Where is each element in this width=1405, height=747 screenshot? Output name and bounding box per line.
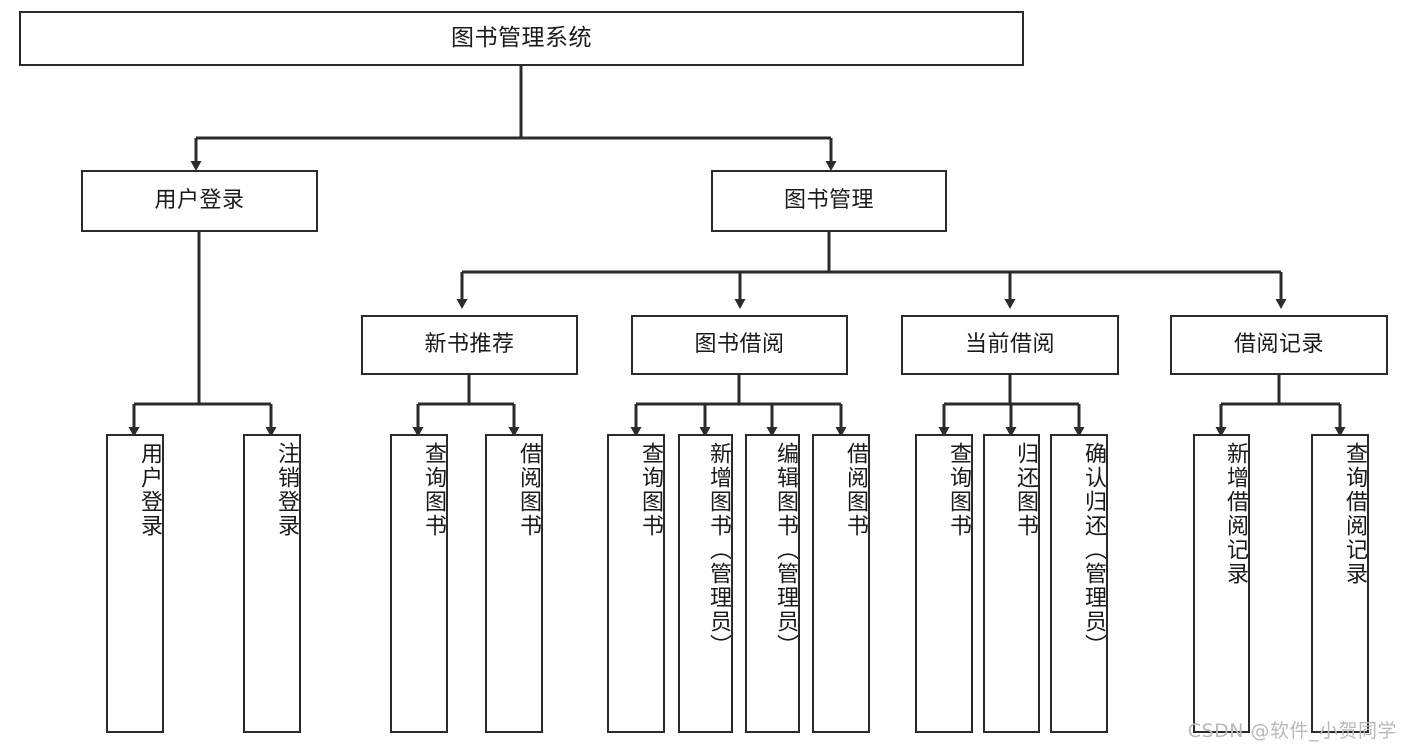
node-label: 新增借阅记录	[1223, 442, 1248, 586]
node-root-system[interactable]: 图书管理系统	[19, 11, 1024, 66]
node-label: 查询借阅记录	[1342, 442, 1367, 586]
node-label: 当前借阅	[964, 331, 1055, 357]
node-book-management[interactable]: 图书管理	[711, 170, 947, 232]
leaf-return-book[interactable]: 归还图书	[983, 434, 1040, 733]
leaf-add-borrow-record[interactable]: 新增借阅记录	[1193, 434, 1250, 733]
leaf-query-book-borrow[interactable]: 查询图书	[607, 434, 665, 733]
node-label: 借阅记录	[1233, 331, 1324, 357]
node-label: 图书借阅	[694, 331, 785, 357]
leaf-borrow-book-recommend[interactable]: 借阅图书	[485, 434, 543, 733]
leaf-add-book-admin[interactable]: 新增图书（管理员）	[678, 434, 733, 733]
watermark-text: CSDN @软件_小贺同学	[1187, 720, 1397, 742]
leaf-confirm-return-admin[interactable]: 确认归还（管理员）	[1050, 434, 1108, 733]
node-label: 借阅图书	[843, 442, 868, 538]
node-label: 查询图书	[421, 442, 446, 538]
node-label: 编辑图书（管理员）	[773, 442, 798, 658]
node-label: 新增图书（管理员）	[706, 442, 731, 658]
node-label: 图书管理系统	[451, 24, 592, 51]
node-label: 归还图书	[1013, 442, 1038, 538]
node-label: 查询图书	[638, 442, 663, 538]
node-label: 用户登录	[154, 187, 245, 213]
node-borrow-record[interactable]: 借阅记录	[1170, 315, 1388, 375]
node-label: 新书推荐	[424, 331, 515, 357]
leaf-query-book-current[interactable]: 查询图书	[915, 434, 973, 733]
leaf-user-login[interactable]: 用户登录	[106, 434, 164, 733]
leaf-logout[interactable]: 注销登录	[243, 434, 301, 733]
leaf-query-book-recommend[interactable]: 查询图书	[390, 434, 448, 733]
leaf-query-borrow-record[interactable]: 查询借阅记录	[1311, 434, 1369, 733]
node-label: 借阅图书	[516, 442, 541, 538]
node-label: 用户登录	[137, 442, 162, 538]
node-current-borrow[interactable]: 当前借阅	[901, 315, 1119, 375]
leaf-edit-book-admin[interactable]: 编辑图书（管理员）	[745, 434, 800, 733]
node-label: 图书管理	[783, 187, 874, 213]
node-label: 查询图书	[946, 442, 971, 538]
node-user-login[interactable]: 用户登录	[81, 170, 318, 232]
node-label: 确认归还（管理员）	[1081, 442, 1106, 658]
node-label: 注销登录	[274, 442, 299, 538]
leaf-borrow-book[interactable]: 借阅图书	[812, 434, 870, 733]
node-book-borrow[interactable]: 图书借阅	[631, 315, 848, 375]
node-new-book-recommend[interactable]: 新书推荐	[361, 315, 578, 375]
